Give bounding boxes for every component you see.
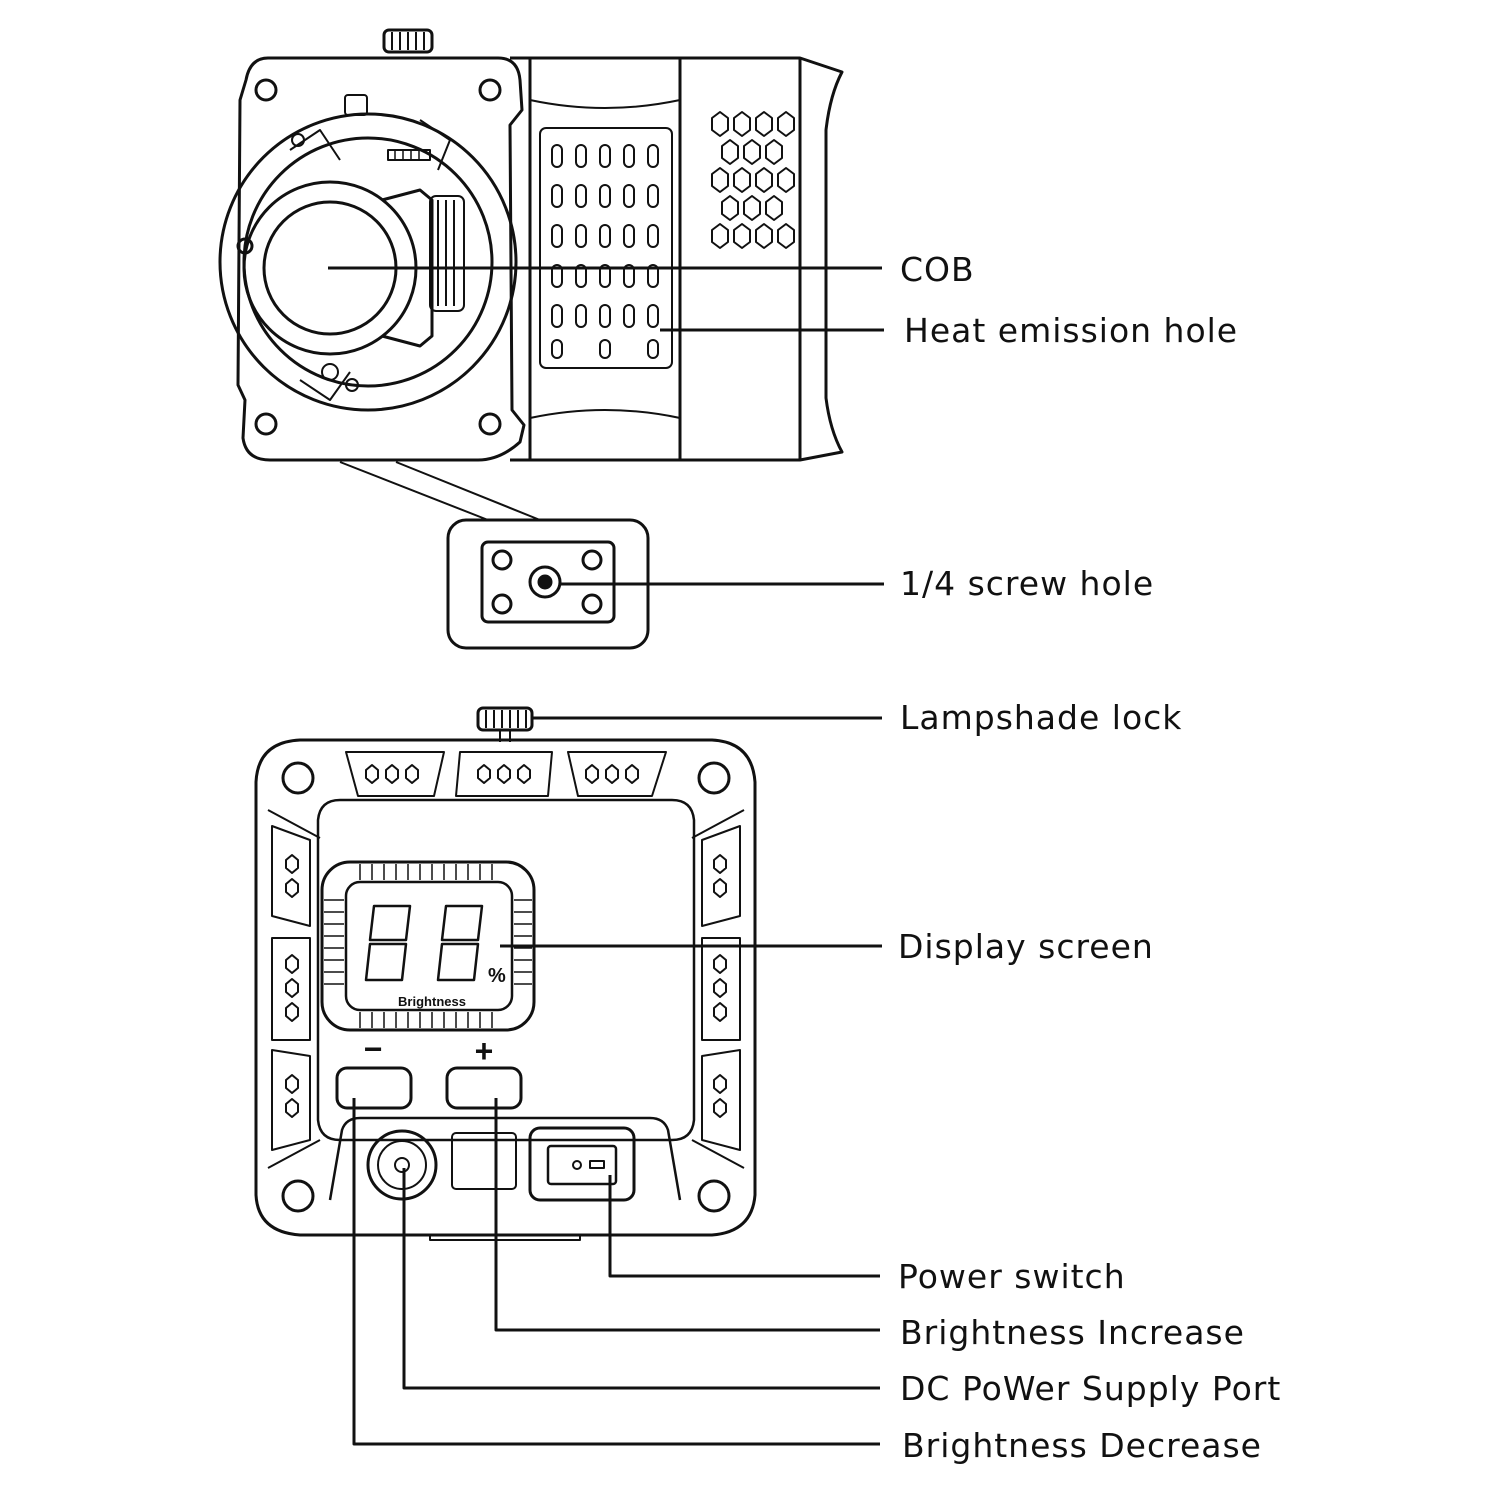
gear-teeth [429, 195, 465, 312]
dc-port-pin [394, 1157, 410, 1173]
label-lampshade-lock: Lampshade lock [900, 698, 1183, 737]
back-inner-panel [316, 798, 696, 1142]
brightness-increase-button[interactable] [445, 1066, 523, 1110]
label-screw-hole: 1/4 screw hole [900, 564, 1155, 603]
mount-screw-br [478, 412, 502, 436]
power-switch-housing [528, 1126, 636, 1202]
quarter-inch-hole-inner [537, 574, 553, 590]
dc-port-leader-line [402, 1168, 880, 1390]
mount-screw-tr [478, 78, 502, 102]
brightness-decrease-leader-line [352, 1098, 880, 1446]
bottom-foot [429, 1235, 581, 1241]
power-switch-leader-line [608, 1175, 880, 1278]
label-brightness-increase: Brightness Increase [900, 1313, 1245, 1352]
plate-screw-bl [491, 593, 513, 615]
corner-screw-tl [281, 761, 315, 795]
power-switch[interactable] [546, 1144, 618, 1186]
display-bezel-ridges [324, 864, 532, 1028]
display-screen: % Brightness [320, 860, 536, 1032]
bayonet-outer-ring [218, 112, 518, 412]
control-strip [328, 1116, 682, 1201]
label-plate [451, 1132, 517, 1190]
plate-screw-br [581, 593, 603, 615]
back-housing [254, 738, 757, 1237]
quarter-inch-hole [528, 565, 562, 599]
corner-bevels [267, 809, 745, 1169]
light-top-view [218, 28, 844, 462]
label-dc-power-port: DC PoWer Supply Port [900, 1369, 1282, 1408]
label-cob: COB [900, 250, 975, 289]
label-brightness-decrease: Brightness Decrease [902, 1426, 1262, 1465]
hex-vents [711, 111, 795, 249]
dc-port-ring [377, 1140, 427, 1190]
vent-grille [539, 127, 673, 369]
label-heat-emission-hole: Heat emission hole [904, 311, 1239, 350]
plate-screw-tl [491, 549, 513, 571]
brightness-decrease-button[interactable] [335, 1066, 413, 1110]
digit-2 [436, 904, 484, 982]
plate-screw-tr [581, 549, 603, 571]
screw-hole-detail [339, 461, 650, 650]
mount-screw-bl [254, 412, 278, 436]
side-vents [271, 825, 741, 1151]
power-switch-indicator [589, 1160, 605, 1169]
zoom-leader-lines [339, 461, 541, 521]
power-switch-dot [572, 1160, 582, 1170]
screw-base-plate [480, 540, 616, 624]
plus-symbol: + [475, 1033, 494, 1069]
corner-screw-tr [697, 761, 731, 795]
bayonet-mechanism [289, 94, 451, 401]
front-mount-plate [236, 56, 526, 462]
light-back-view: % Brightness − + [254, 706, 882, 1241]
top-lock-knob [382, 28, 434, 54]
percent-symbol: % [488, 965, 506, 987]
heat-sink-band-bottom [529, 409, 681, 419]
label-power-switch: Power switch [898, 1257, 1126, 1296]
brightness-increase-leader-line [494, 1098, 880, 1332]
heat-sink-band-top [529, 99, 681, 109]
display-caption: Brightness [398, 994, 466, 1009]
dc-power-port[interactable] [366, 1129, 438, 1201]
minus-symbol: − [364, 1031, 383, 1067]
heat-sink-body [510, 56, 844, 462]
top-vents [345, 751, 667, 797]
corner-screw-bl [281, 1179, 315, 1213]
label-display-screen: Display screen [898, 927, 1154, 966]
corner-screw-br [697, 1179, 731, 1213]
lampshade-lock-knob [476, 706, 534, 742]
heat-emission-holes [551, 144, 659, 359]
mount-screw-tl [254, 78, 278, 102]
digit-1 [364, 904, 412, 982]
